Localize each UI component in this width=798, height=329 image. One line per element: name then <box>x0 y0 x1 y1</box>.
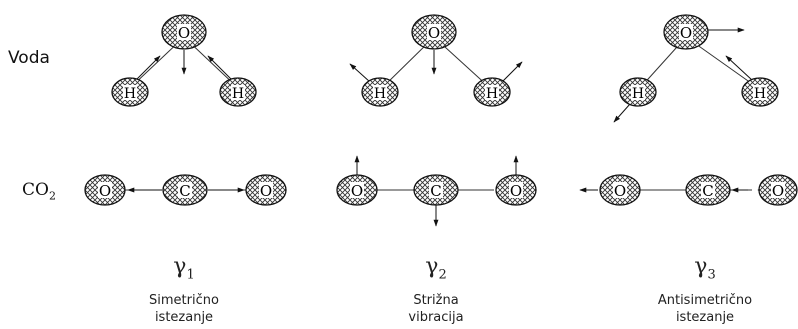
mode-description-line-2: istezanje <box>675 310 735 325</box>
hydrogen-atom: H <box>473 77 511 107</box>
oxygen-label: O <box>99 182 111 200</box>
mode-1-description: Simetrično istezanje <box>84 292 284 326</box>
water-molecule-mode-1: O H H <box>111 14 257 107</box>
mode-description-line-1: Simetrično <box>149 293 219 308</box>
hydrogen-atom: H <box>361 77 399 107</box>
oxygen-label: O <box>772 182 784 200</box>
hydrogen-atom: H <box>619 77 657 107</box>
gamma-symbol: γ <box>173 254 187 279</box>
carbon-label: C <box>430 182 441 200</box>
arrow-h2-up <box>725 55 753 81</box>
carbon-atom: C <box>413 174 459 206</box>
hydrogen-atom: H <box>219 77 257 107</box>
oxygen-label: O <box>260 182 272 200</box>
hydrogen-atom: H <box>111 77 149 107</box>
carbon-label: C <box>702 182 713 200</box>
oxygen-atom: O <box>336 174 378 206</box>
mode-1-symbol: γ1 <box>84 254 284 282</box>
mode-index: 3 <box>707 267 716 283</box>
carbon-atom: C <box>685 174 731 206</box>
oxygen-atom: O <box>599 174 641 206</box>
arrow-h2-up <box>207 55 233 81</box>
oxygen-label: O <box>510 182 522 200</box>
hydrogen-label: H <box>374 86 386 102</box>
oxygen-atom: O <box>495 174 537 206</box>
mode-2-description: Strižna vibracija <box>336 292 536 326</box>
hydrogen-atom: H <box>741 77 779 107</box>
oxygen-label: O <box>428 24 440 42</box>
oxygen-atom: O <box>245 174 287 206</box>
hydrogen-label: H <box>486 86 498 102</box>
co2-formula: CO <box>22 180 49 200</box>
mode-description-line-2: istezanje <box>154 310 214 325</box>
mode-2-symbol: γ2 <box>336 254 536 282</box>
arrow-h1-down <box>613 103 631 123</box>
gamma-symbol: γ <box>694 254 708 279</box>
co2-molecule-mode-3: O C O <box>579 174 798 206</box>
water-molecule-mode-2: O H H <box>349 14 523 107</box>
oxygen-atom: O <box>84 174 126 206</box>
co2-row-label: CO2 <box>22 180 56 202</box>
mode-3-symbol: γ3 <box>605 254 798 282</box>
mode-description-line-1: Antisimetrično <box>657 293 753 308</box>
oxygen-atom: O <box>411 14 457 50</box>
hydrogen-label: H <box>124 86 136 102</box>
oxygen-label: O <box>614 182 626 200</box>
co2-molecule-mode-1: O C O <box>84 174 287 206</box>
oxygen-label: O <box>178 24 190 42</box>
co2-subscript: 2 <box>48 189 56 203</box>
hydrogen-label: H <box>232 86 244 102</box>
oxygen-atom: O <box>758 174 798 206</box>
arrow-h1-up <box>135 55 161 81</box>
mode-index: 1 <box>186 267 195 283</box>
carbon-label: C <box>179 182 190 200</box>
gamma-symbol: γ <box>425 254 439 279</box>
mode-index: 2 <box>438 267 447 283</box>
mode-3-description: Antisimetrično istezanje <box>605 292 798 326</box>
arrow-h2-out <box>501 61 523 83</box>
co2-molecule-mode-2: O C O <box>336 155 537 227</box>
water-molecule-mode-3: O H H <box>613 14 779 123</box>
hydrogen-label: H <box>632 86 644 102</box>
arrow-h1-out <box>349 63 371 83</box>
oxygen-atom: O <box>663 14 709 50</box>
hydrogen-label: H <box>754 86 766 102</box>
oxygen-atom: O <box>161 14 207 50</box>
mode-description-line-2: vibracija <box>408 310 464 325</box>
oxygen-label: O <box>351 182 363 200</box>
water-row-label: Voda <box>8 48 50 68</box>
mode-description-line-1: Strižna <box>413 293 459 308</box>
oxygen-label: O <box>680 24 692 42</box>
carbon-atom: C <box>162 174 208 206</box>
